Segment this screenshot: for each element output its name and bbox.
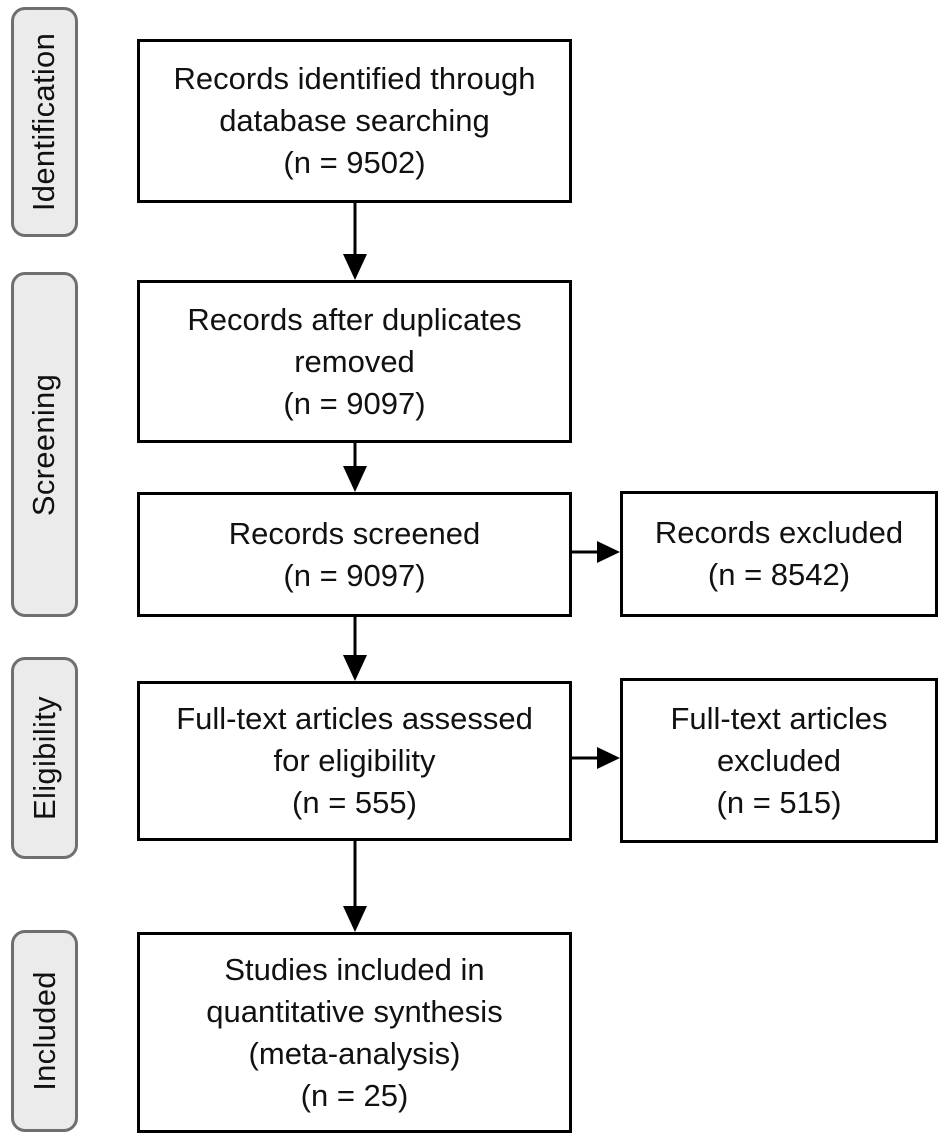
stage-included-label: Included [26,971,62,1091]
arrow-head [597,747,620,769]
box-records-excluded-text: Records excluded (n = 8542) [654,515,904,592]
arrow-shaft [353,203,357,256]
arrow-head [343,655,367,681]
box-studies-included: Studies included in quantitative synthes… [137,932,572,1133]
box-fulltext-assessed: Full-text articles assessed for eligibil… [137,681,572,841]
arrow-head [343,254,367,280]
arrow-right-icon-screened-to-excluded [572,541,620,563]
box-fulltext-assessed-text: Full-text articles assessed for eligibil… [176,701,533,820]
arrow-down-icon-duplicates-to-screened [343,443,367,492]
stage-included: Included [11,930,78,1132]
box-studies-included-text: Studies included in quantitative synthes… [206,951,503,1113]
box-records-screened-text: Records screened (n = 9097) [228,515,481,593]
arrow-head [343,466,367,492]
arrow-shaft [353,617,357,657]
box-duplicates-removed-text: Records after duplicates removed (n = 90… [187,301,522,421]
stage-identification: Identification [11,7,78,237]
arrow-head [597,541,620,563]
arrow-shaft [353,443,357,468]
box-records-identified-text: Records identified through database sear… [173,61,536,180]
box-records-screened: Records screened (n = 9097) [137,492,572,617]
arrow-shaft [572,756,599,760]
box-records-excluded: Records excluded (n = 8542) [620,491,938,617]
box-records-identified: Records identified through database sear… [137,39,572,203]
arrow-down-icon-screened-to-fulltext [343,617,367,681]
box-duplicates-removed: Records after duplicates removed (n = 90… [137,280,572,443]
box-fulltext-excluded: Full-text articles excluded (n = 515) [620,678,938,843]
arrow-shaft [572,550,599,554]
stage-eligibility: Eligibility [11,657,78,859]
arrow-down-icon-fulltext-to-included [343,841,367,932]
stage-eligibility-label: Eligibility [26,696,62,820]
stage-identification-label: Identification [26,32,62,212]
arrow-head [343,906,367,932]
stage-screening-label: Screening [26,373,62,516]
arrow-shaft [353,841,357,908]
arrow-down-icon-identified-to-duplicates [343,203,367,280]
arrow-right-icon-fulltext-to-excluded [572,747,620,769]
stage-screening: Screening [11,272,78,617]
box-fulltext-excluded-text: Full-text articles excluded (n = 515) [670,700,888,820]
